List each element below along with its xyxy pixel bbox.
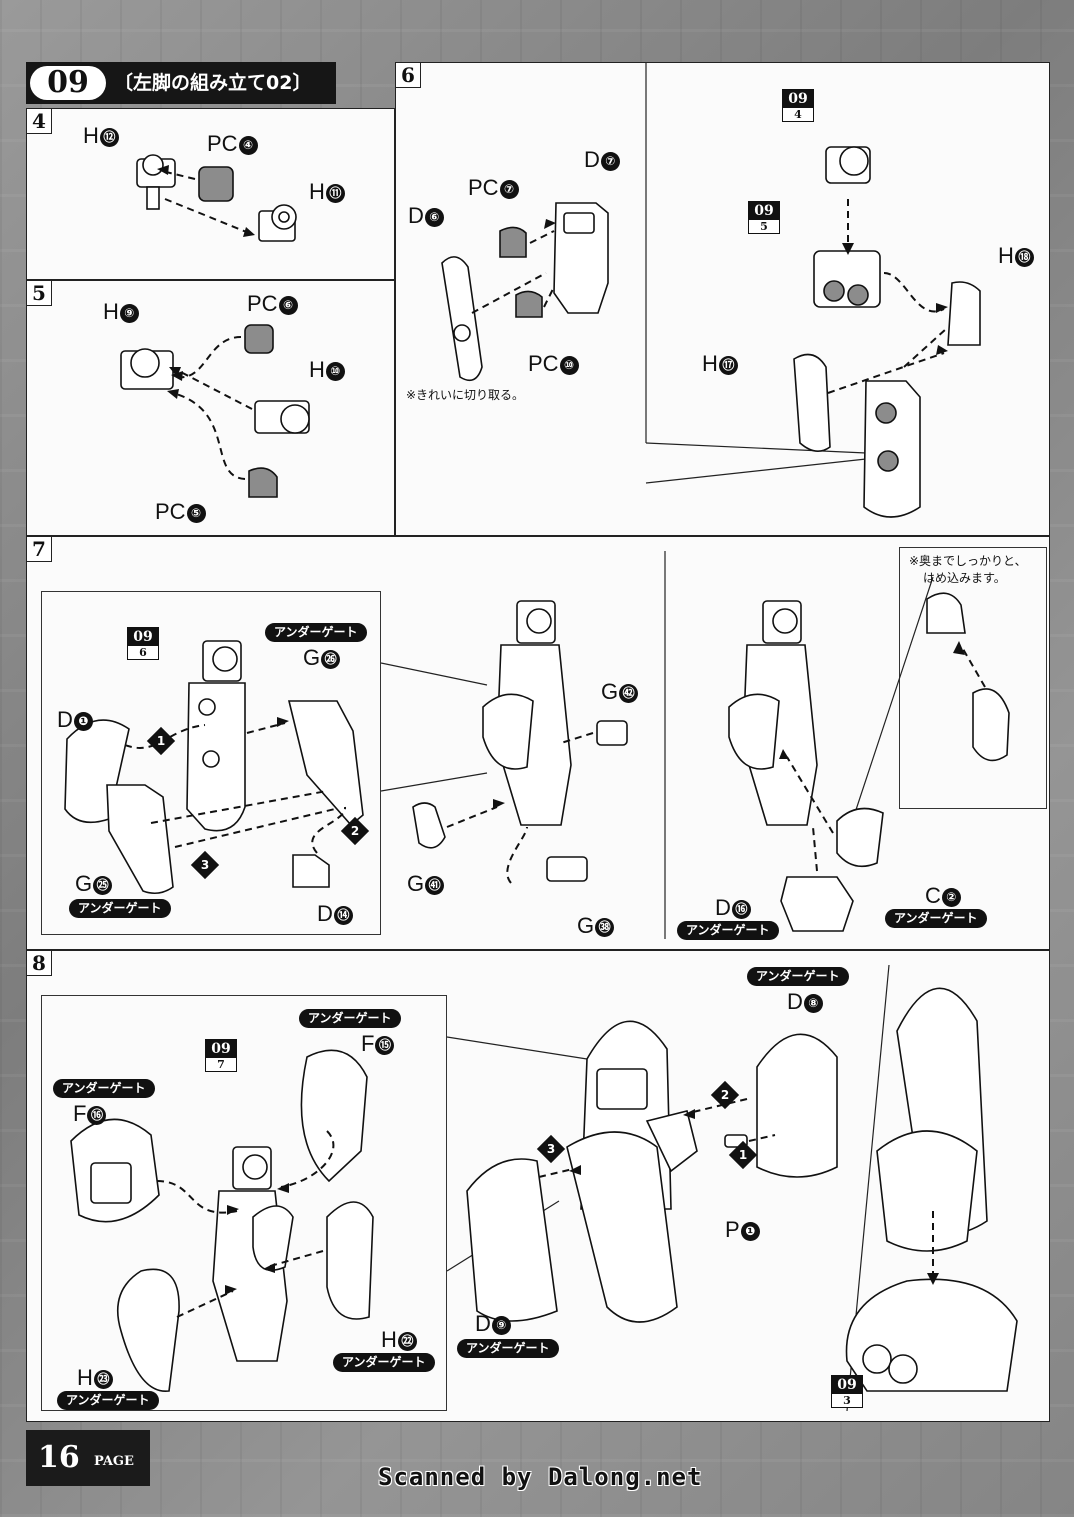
step-number: 5 (27, 281, 52, 306)
under-gate-badge-f15: アンダーゲート (299, 1009, 401, 1028)
under-gate-badge-h22: アンダーゲート (333, 1353, 435, 1372)
order-marker-2: 2 (710, 1080, 740, 1110)
step-8-subassembly-box (41, 995, 447, 1411)
page-number-block: 16 PAGE (26, 1430, 150, 1486)
page-label: PAGE (94, 1454, 134, 1469)
page-number: 16 (38, 1440, 80, 1475)
order-marker-3: 3 (190, 850, 220, 880)
under-gate-badge-g26: アンダーゲート (265, 623, 367, 642)
step-number: 4 (27, 109, 52, 134)
step-8-diagram (70, 964, 1018, 1412)
step-7-panel: 7 (26, 536, 1050, 950)
step-4-diagram (136, 154, 297, 242)
step-number: 6 (396, 63, 421, 88)
step-7-subassembly-box (41, 591, 381, 935)
order-marker-3: 3 (536, 1134, 566, 1164)
under-gate-badge-g25: アンダーゲート (69, 899, 171, 918)
fit-note: ※奥までしっかりと、はめ込みます。 (909, 554, 1027, 585)
section-header: 09 〔左脚の組み立て02〕 (26, 62, 336, 104)
section-step-badge: 09 (30, 66, 106, 100)
step-number: 7 (27, 537, 52, 562)
section-title: 〔左脚の組み立て02〕 (114, 72, 312, 94)
cut-note: ※きれいに切り取る。 (406, 388, 525, 402)
order-marker-1: 1 (146, 726, 176, 756)
step-7-diagram (64, 551, 1010, 939)
under-gate-badge-f16: アンダーゲート (53, 1079, 155, 1098)
scan-credit: Scanned by Dalong.net (378, 1463, 703, 1491)
step-6-diagram (441, 63, 981, 518)
order-marker-1: 1 (728, 1140, 758, 1170)
under-gate-badge-d16: アンダーゲート (677, 921, 779, 940)
under-gate-badge-d8: アンダーゲート (747, 967, 849, 986)
step-8-panel: 8 (26, 950, 1050, 1422)
under-gate-badge-c2: アンダーゲート (885, 909, 987, 928)
order-marker-2: 2 (340, 816, 370, 846)
under-gate-badge-d9: アンダーゲート (457, 1339, 559, 1358)
step-5-diagram (120, 324, 310, 498)
step-number: 8 (27, 951, 52, 976)
under-gate-badge-h23: アンダーゲート (57, 1391, 159, 1410)
